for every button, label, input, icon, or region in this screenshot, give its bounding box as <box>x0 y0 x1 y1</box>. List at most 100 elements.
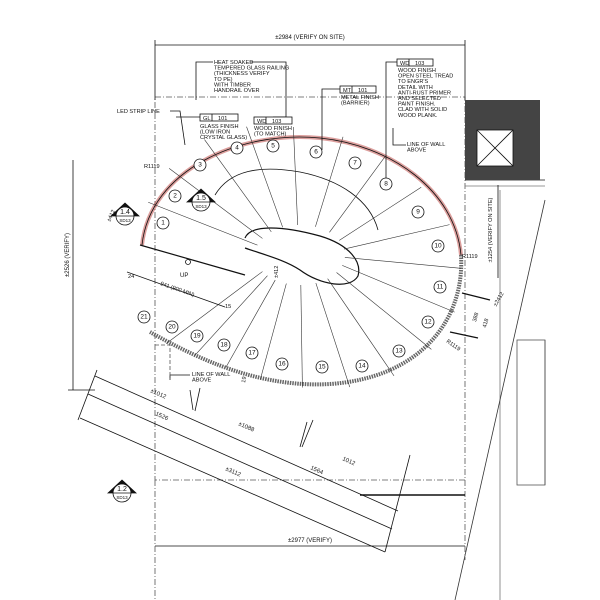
svg-text:GL: GL <box>203 116 210 122</box>
step-number: 2 <box>168 189 182 203</box>
step-number: 15 <box>315 360 329 374</box>
section-id: 1.4 <box>120 209 130 216</box>
step-number: 9 <box>411 205 425 219</box>
section-marker[interactable]: 1.4 SD13 <box>109 202 141 226</box>
dim-left-text: ±2526 (VERIFY) <box>65 233 71 277</box>
step-circle <box>392 344 406 358</box>
step-label: 12 <box>424 319 432 326</box>
wood_finish2-line: DETAIL WITH <box>398 85 433 91</box>
step-number: 13 <box>392 344 406 358</box>
dim-412b: ±412 <box>274 266 280 278</box>
tread-line <box>344 224 450 250</box>
step-circle <box>168 189 182 203</box>
dim-388: 388 <box>472 312 480 323</box>
wall_above_right-line: LINE OF WALL <box>407 142 445 148</box>
step-circle <box>348 156 362 170</box>
glass_railing-line: (THICKNESS VERIFY <box>214 71 270 77</box>
step-label: 6 <box>314 149 318 156</box>
step-circle <box>156 216 170 230</box>
shaft-x2 <box>476 129 514 167</box>
step-number: 4 <box>230 141 244 155</box>
dim-1012b: 1012 <box>341 456 356 467</box>
tread-line <box>336 272 432 350</box>
dim-top-text: ±2984 (VERIFY ON SITE) <box>275 35 345 41</box>
section-sheet: SD13 <box>119 218 131 223</box>
step-number: 5 <box>266 139 280 153</box>
section-id: 1.2 <box>117 486 127 493</box>
wood_finish2-line: AND SELECTED <box>398 96 441 102</box>
mt-leader <box>321 88 340 150</box>
step-label: 9 <box>416 209 420 216</box>
tread-line <box>329 156 386 233</box>
metal_finish-line: (BARRIER) <box>341 101 370 107</box>
step-circle <box>266 139 280 153</box>
step-circle <box>421 315 435 329</box>
section-id: 1.5 <box>196 195 206 202</box>
step-number: 12 <box>421 315 435 329</box>
tread-line <box>204 139 272 233</box>
wood_finish1-line: WOOD FINISH <box>254 126 292 132</box>
dim-24: 24 <box>128 274 134 280</box>
step-circle <box>245 346 259 360</box>
led-strip-railing <box>140 135 463 256</box>
section-sheet: SD13 <box>116 495 128 500</box>
step-circle <box>309 145 323 159</box>
svg-text:103: 103 <box>272 119 281 125</box>
treads <box>148 126 461 388</box>
led-strip-label: LED STRIP LINE <box>117 109 160 115</box>
step-circle <box>137 310 151 324</box>
wood_finish2-line: OPEN STEEL TREAD <box>398 74 453 80</box>
dim-418: 418 <box>482 318 490 329</box>
bracket-2 <box>449 331 479 339</box>
dim-r1119a: R1119 <box>144 164 160 170</box>
wood_finish1-line: (TO MATCH) <box>254 132 287 138</box>
tread-line <box>246 126 283 228</box>
step-label: 8 <box>384 181 388 188</box>
dim-1088: ±1088 <box>237 421 255 434</box>
section-marker[interactable]: 1.2 SD13 <box>106 479 138 503</box>
dim-19: 19 <box>241 376 248 383</box>
wood_finish2-line: TO ENGR'S <box>398 79 428 85</box>
svg-text:103: 103 <box>415 61 424 67</box>
step-label: 3 <box>198 162 202 169</box>
section-marker[interactable]: 1.5 SD13 <box>185 188 217 212</box>
tread-line <box>293 127 298 226</box>
step-circle <box>190 329 204 343</box>
glass_railing-line: TO PE) <box>214 77 233 83</box>
right-diagonal-wall <box>454 199 546 600</box>
right-door-frame <box>516 339 546 486</box>
dim-right-diag-text: ±2412 <box>493 291 506 307</box>
up-arrow-line <box>139 244 246 276</box>
dim-r1119b: R1119 <box>462 254 478 260</box>
svg-text:WD: WD <box>257 119 266 125</box>
step-number: 6 <box>309 145 323 159</box>
glass_railing-line: WITH TIMBER <box>214 82 251 88</box>
inner-core <box>244 227 360 285</box>
metal_finish-line: METAL FINISH <box>341 95 379 101</box>
step-label: 14 <box>358 363 366 370</box>
step-number: 21 <box>137 310 151 324</box>
tread-line <box>344 257 461 269</box>
step-label: 18 <box>220 342 228 349</box>
step-circle <box>275 357 289 371</box>
step-circle <box>411 205 425 219</box>
step-circle <box>193 158 207 172</box>
step-circle <box>217 338 231 352</box>
up-label: UP <box>180 273 188 279</box>
glass_railing-line: HEAT SOAKED <box>214 60 253 66</box>
tread-line <box>315 136 344 227</box>
step-number: 8 <box>379 177 393 191</box>
step-circle <box>433 280 447 294</box>
tread-line <box>168 168 263 239</box>
step-number: 7 <box>348 156 362 170</box>
bracket-1 <box>461 292 491 301</box>
glass_railing-line: TEMPERED GLASS RAILING <box>214 66 289 72</box>
up-arrow-start <box>185 259 191 265</box>
step-label: 5 <box>271 143 275 150</box>
